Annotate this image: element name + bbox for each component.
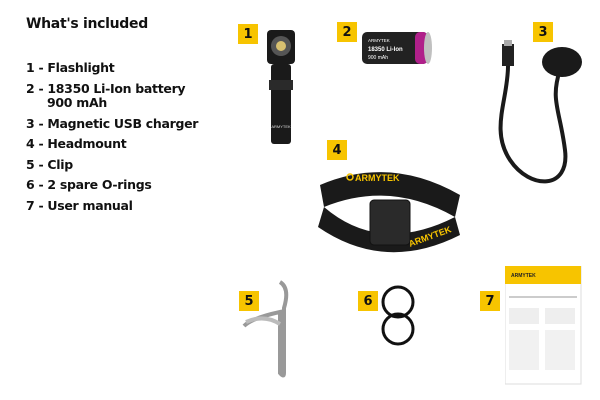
user-manual-image: ARMYTEK — [505, 266, 582, 385]
usb-charger-image — [498, 40, 582, 184]
svg-text:ARMYTEK: ARMYTEK — [511, 273, 536, 279]
badge-1: 1 — [238, 24, 258, 44]
flashlight-brand-text: ARMYTEK — [271, 124, 291, 129]
list-item: 4 - Headmount — [26, 136, 127, 151]
list-item: 6 - 2 spare O-rings — [26, 177, 152, 192]
badge-6: 6 — [358, 291, 378, 311]
badge-3: 3 — [533, 22, 553, 42]
svg-text:900 mAh: 900 mAh — [368, 55, 388, 61]
badge-2: 2 — [337, 22, 357, 42]
list-item: 1 - Flashlight — [26, 60, 115, 75]
included-items-list: 1 - Flashlight 2 - 18350 Li-Ion battery … — [26, 58, 198, 216]
clip-image — [242, 280, 289, 378]
o-rings-image — [381, 285, 415, 346]
flashlight-image: ARMYTEK — [267, 30, 295, 144]
battery-image: ARMYTEK 18350 Li-Ion 900 mAh — [362, 32, 432, 64]
badge-5: 5 — [239, 291, 259, 311]
headmount-brand-text: ARMYTEK — [355, 173, 400, 183]
badge-7: 7 — [480, 291, 500, 311]
section-title: What's included — [26, 16, 148, 32]
svg-text:ARMYTEK: ARMYTEK — [368, 38, 390, 43]
list-item: 5 - Clip — [26, 156, 73, 172]
battery-label: 18350 Li-Ion — [368, 47, 403, 53]
headmount-image: ARMYTEK ARMYTEK — [318, 172, 460, 253]
list-item: 3 - Magnetic USB charger — [26, 115, 199, 131]
list-item: 7 - User manual — [26, 197, 133, 213]
badge-4: 4 — [327, 140, 347, 160]
list-item-sub: 900 mAh — [47, 95, 107, 110]
list-item: 2 - 18350 Li-Ion battery — [26, 80, 186, 96]
